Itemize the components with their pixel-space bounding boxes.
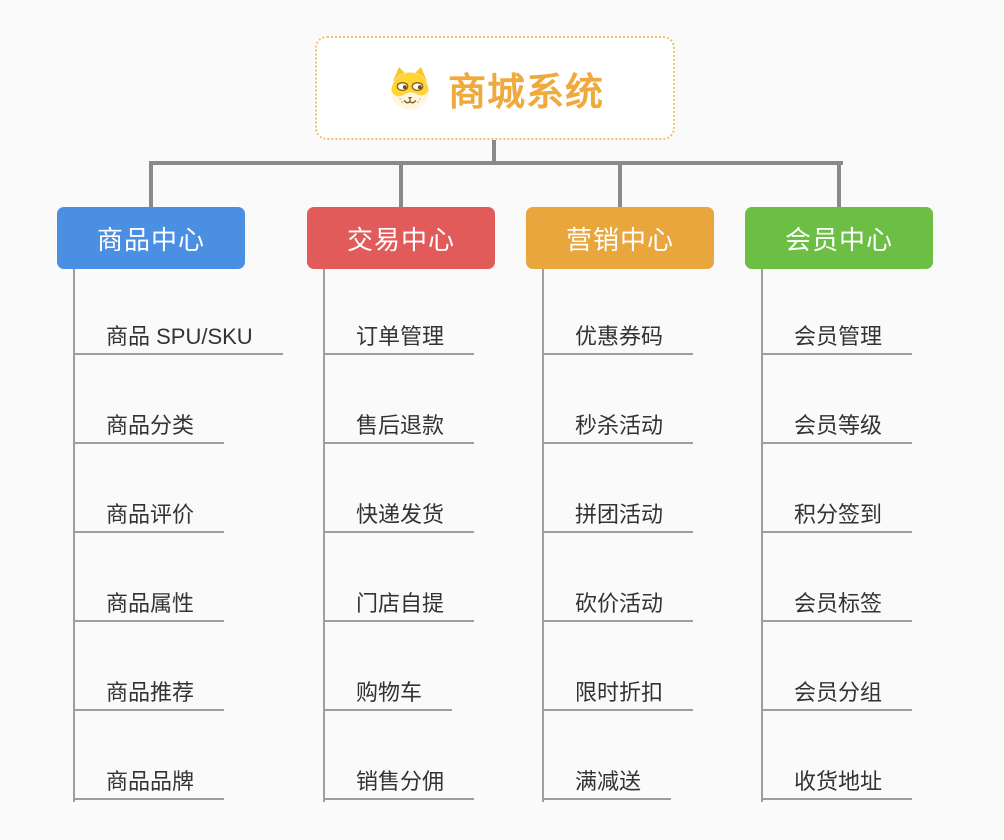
leaf-item[interactable]: 秒杀活动 [542, 409, 694, 444]
branch-spine-line [542, 269, 544, 802]
leaf-item[interactable]: 快递发货 [323, 498, 475, 533]
leaf-item[interactable]: 商品分类 [73, 409, 225, 444]
tree-horizontal-line [149, 161, 843, 165]
root-node[interactable]: 商城系统 [315, 36, 675, 140]
branch-connector-line [618, 161, 622, 207]
leaf-item[interactable]: 商品推荐 [73, 676, 225, 711]
leaf-item[interactable]: 会员标签 [761, 587, 913, 622]
branch-node-label: 交易中心 [346, 224, 455, 255]
dog-face-icon [386, 64, 434, 112]
leaf-item[interactable]: 门店自提 [323, 587, 475, 622]
leaf-item[interactable]: 购物车 [323, 676, 453, 711]
branch-node-2[interactable]: 交易中心 [307, 207, 495, 269]
leaf-item[interactable]: 会员分组 [761, 676, 913, 711]
leaf-item[interactable]: 商品 SPU/SKU [73, 320, 283, 355]
leaf-item[interactable]: 限时折扣 [542, 676, 694, 711]
branch-spine-line [323, 269, 325, 802]
branch-node-1[interactable]: 商品中心 [57, 207, 245, 269]
leaf-item[interactable]: 拼团活动 [542, 498, 694, 533]
leaf-item[interactable]: 砍价活动 [542, 587, 694, 622]
branch-connector-line [399, 161, 403, 207]
leaf-item[interactable]: 收货地址 [761, 765, 913, 800]
leaf-item[interactable]: 优惠券码 [542, 320, 694, 355]
leaf-item[interactable]: 积分签到 [761, 498, 913, 533]
leaf-item[interactable]: 会员等级 [761, 409, 913, 444]
branch-node-4[interactable]: 会员中心 [745, 207, 933, 269]
branch-node-label: 营销中心 [565, 224, 674, 255]
leaf-item[interactable]: 商品属性 [73, 587, 225, 622]
root-title: 商城系统 [447, 71, 604, 114]
leaf-item[interactable]: 销售分佣 [323, 765, 475, 800]
branch-node-3[interactable]: 营销中心 [526, 207, 714, 269]
branch-connector-line [837, 161, 841, 207]
leaf-item[interactable]: 商品评价 [73, 498, 225, 533]
leaf-item[interactable]: 商品品牌 [73, 765, 225, 800]
leaf-item[interactable]: 售后退款 [323, 409, 475, 444]
leaf-item[interactable]: 会员管理 [761, 320, 913, 355]
branch-node-label: 商品中心 [96, 224, 205, 255]
leaf-item[interactable]: 订单管理 [323, 320, 475, 355]
root-connector-line [492, 139, 496, 165]
branch-connector-line [149, 161, 153, 207]
leaf-item[interactable]: 满减送 [542, 765, 672, 800]
branch-node-label: 会员中心 [784, 224, 893, 255]
branch-spine-line [73, 269, 75, 802]
branch-spine-line [761, 269, 763, 802]
